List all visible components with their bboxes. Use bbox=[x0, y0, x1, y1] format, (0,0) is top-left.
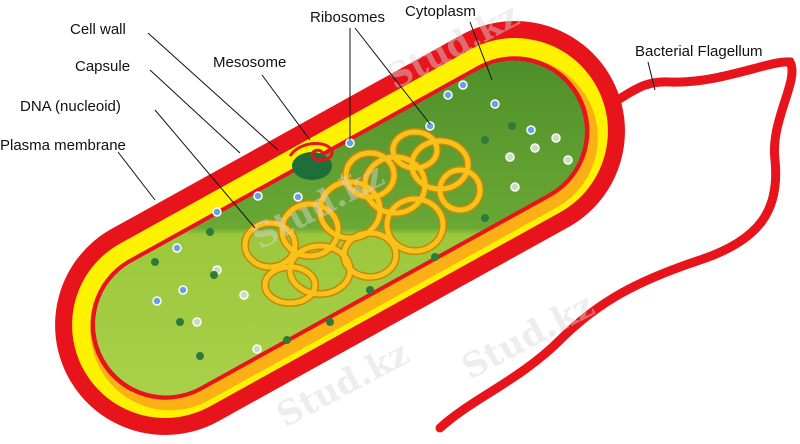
mesosome bbox=[288, 142, 334, 180]
label-mesosome: Mesosome bbox=[213, 54, 286, 71]
label-ribosomes: Ribosomes bbox=[310, 9, 385, 26]
label-plasma-membrane: Plasma membrane bbox=[0, 137, 126, 154]
dna-nucleoid bbox=[241, 128, 484, 307]
flagellum bbox=[435, 57, 797, 433]
label-dna: DNA (nucleoid) bbox=[20, 98, 121, 115]
label-cytoplasm: Cytoplasm bbox=[405, 3, 476, 20]
granules bbox=[151, 122, 516, 360]
label-cell-wall: Cell wall bbox=[70, 21, 126, 38]
leader-lines bbox=[117, 21, 656, 229]
label-flagellum: Bacterial Flagellum bbox=[635, 43, 763, 60]
label-capsule: Capsule bbox=[75, 58, 130, 75]
